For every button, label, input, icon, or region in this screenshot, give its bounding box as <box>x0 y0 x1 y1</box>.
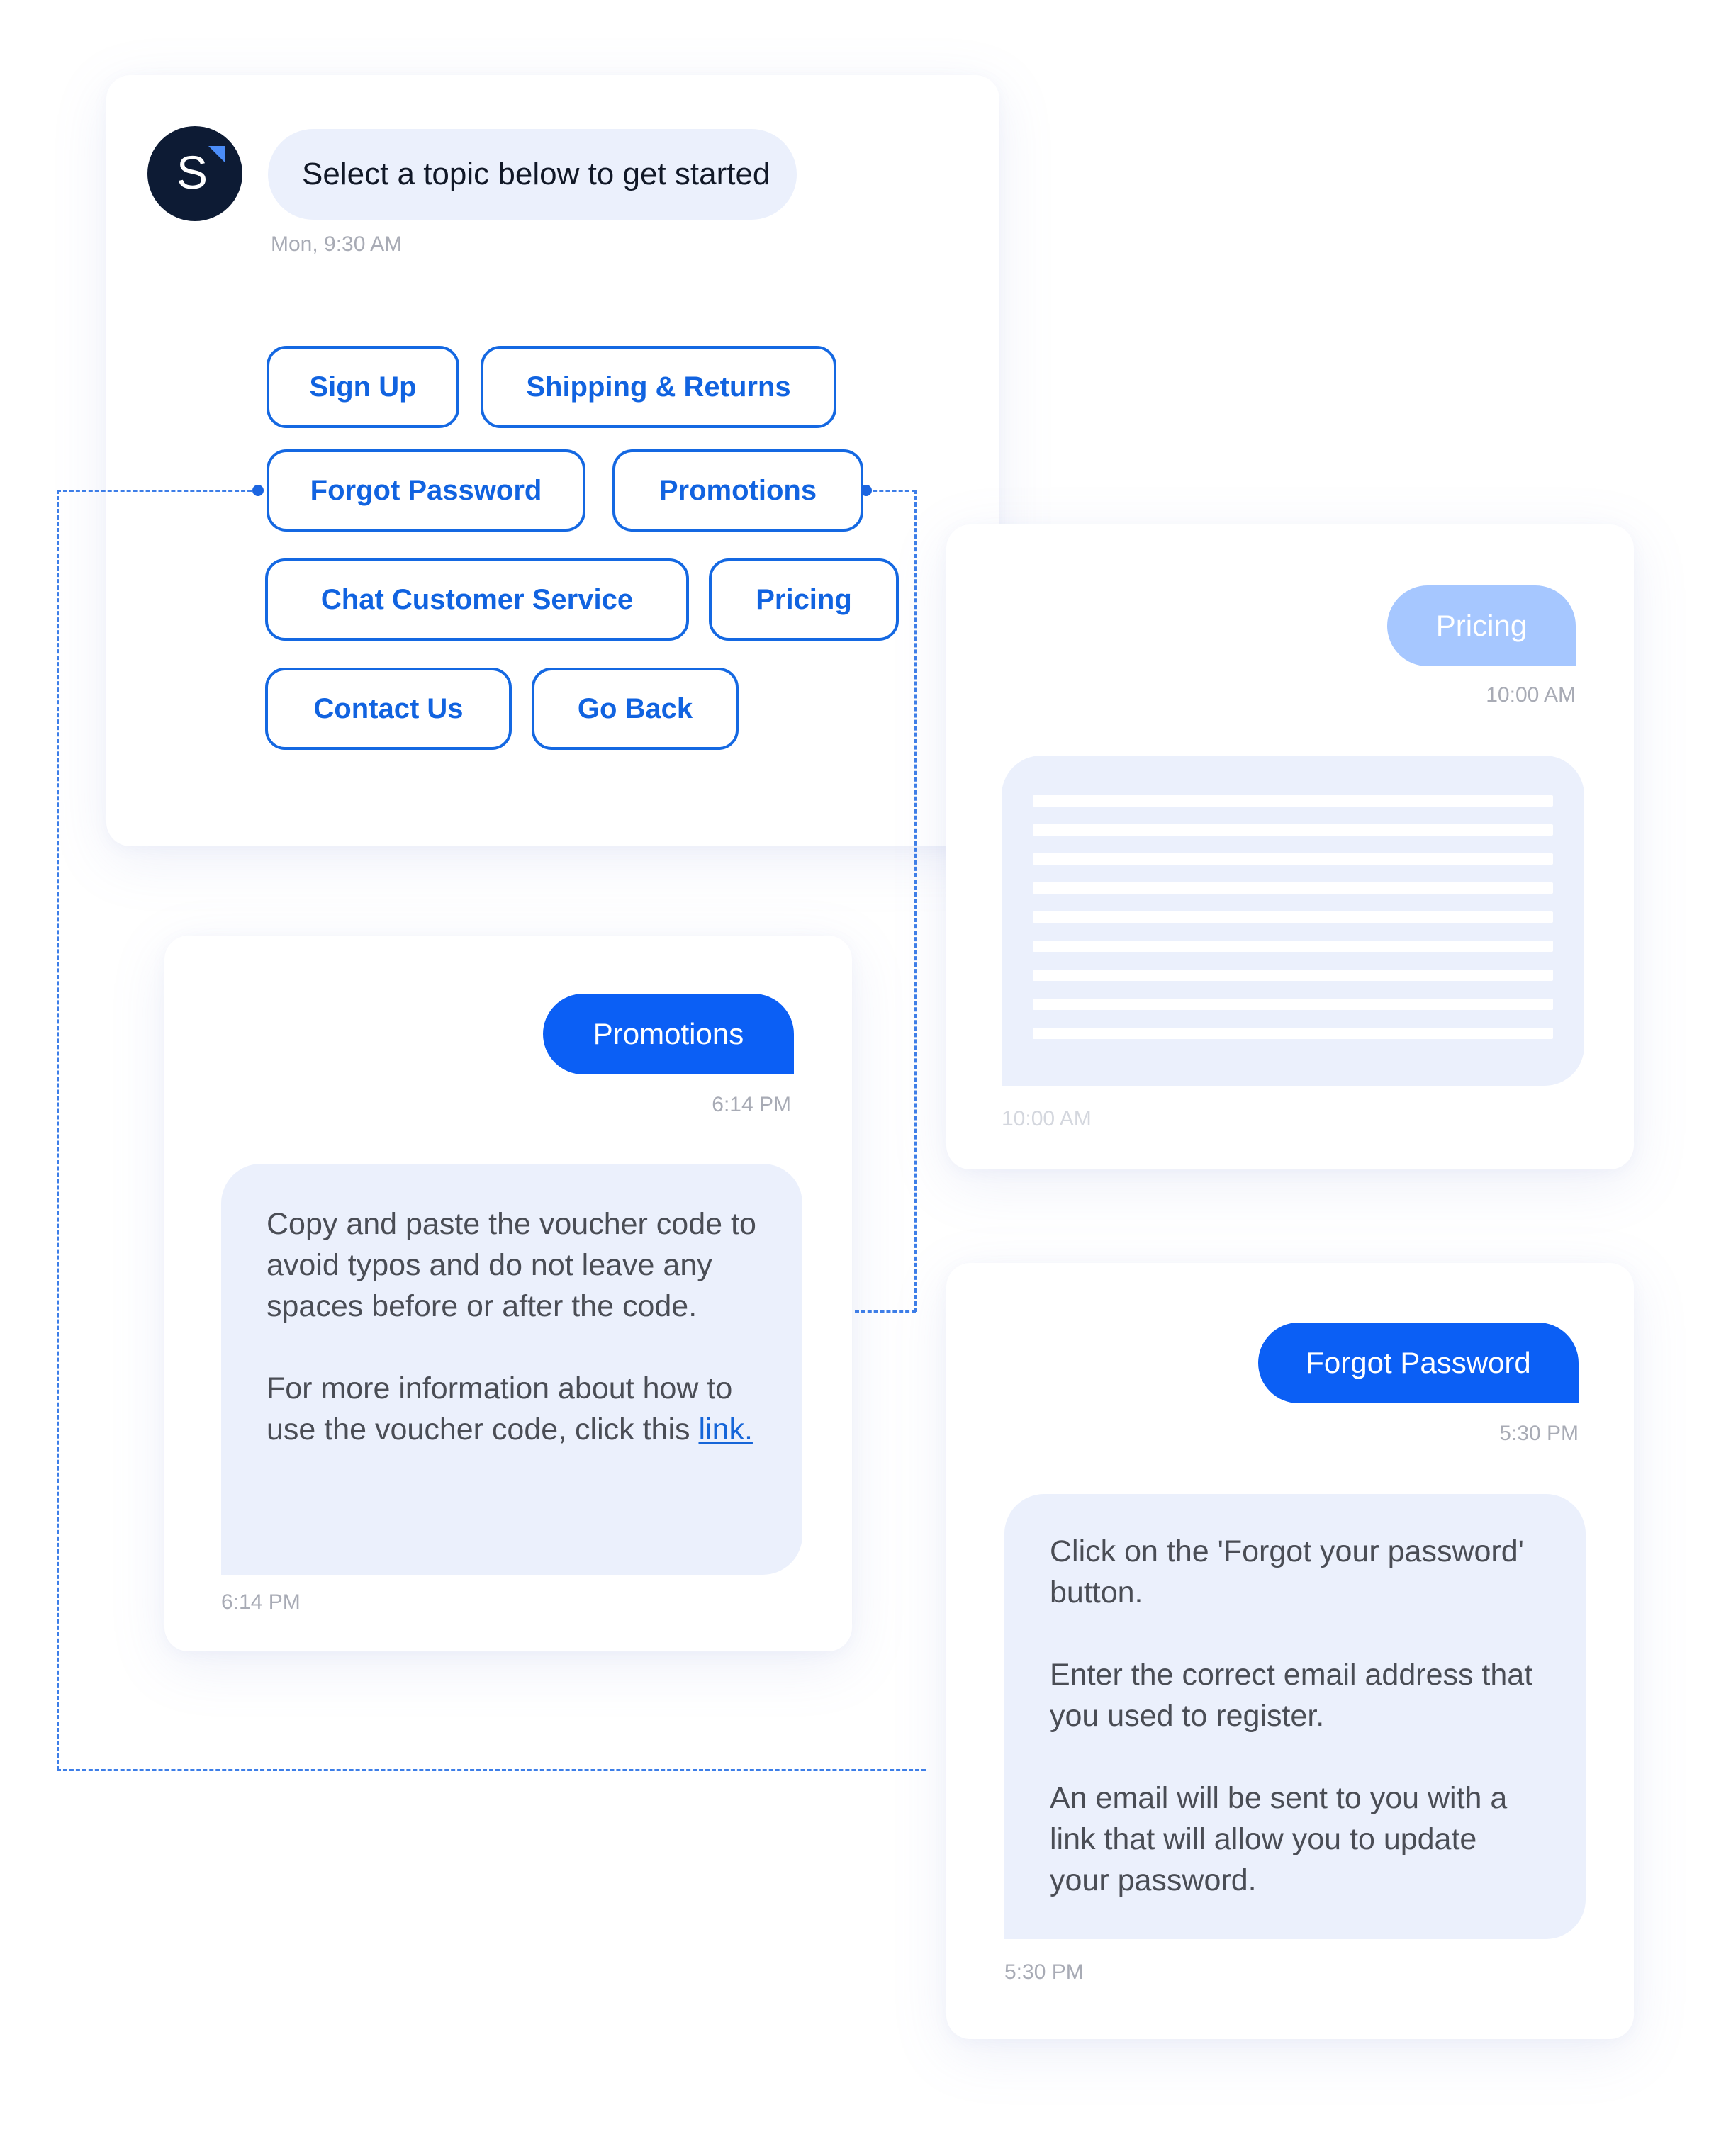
connector-dot-forgot <box>252 485 264 496</box>
bot-reply-forgot-password: Click on the 'Forgot your password' butt… <box>1004 1494 1586 1939</box>
paragraph-spacer <box>267 1327 757 1368</box>
placeholder-text-line <box>1033 795 1553 807</box>
avatar-corner-mark-icon <box>208 146 225 163</box>
forgot-password-chat-card: Forgot Password 5:30 PM Click on the 'Fo… <box>946 1263 1634 2039</box>
bot-reply-paragraph-3: An email will be sent to you with a link… <box>1050 1781 1508 1897</box>
topic-button-chat-customer-service[interactable]: Chat Customer Service <box>265 558 689 641</box>
topic-button-pricing[interactable]: Pricing <box>709 558 899 641</box>
voucher-info-link[interactable]: link. <box>698 1413 753 1447</box>
paragraph-spacer <box>1050 1613 1540 1654</box>
user-message-timestamp: 5:30 PM <box>1499 1422 1579 1445</box>
bot-reply-paragraph-1: Copy and paste the voucher code to avoid… <box>267 1207 756 1323</box>
placeholder-text-line <box>1033 882 1553 894</box>
topic-button-contact-us[interactable]: Contact Us <box>265 668 512 750</box>
bot-greeting-message: Select a topic below to get started <box>268 129 797 220</box>
user-message-timestamp: 10:00 AM <box>1486 683 1576 707</box>
placeholder-text-line <box>1033 824 1553 836</box>
placeholder-text-line <box>1033 941 1553 952</box>
bot-reply-paragraph-2-text: For more information about how to use th… <box>267 1371 733 1447</box>
user-message-forgot-password: Forgot Password <box>1258 1323 1579 1403</box>
bot-reply-timestamp: 10:00 AM <box>1002 1107 1092 1130</box>
bot-avatar: S <box>147 126 242 221</box>
avatar-letter: S <box>176 146 208 198</box>
topic-button-shipping-returns[interactable]: Shipping & Returns <box>481 346 836 428</box>
topic-button-promotions[interactable]: Promotions <box>612 449 863 532</box>
bot-reply-timestamp: 5:30 PM <box>1004 1960 1084 1984</box>
bot-reply-paragraph-2: For more information about how to use th… <box>267 1368 757 1450</box>
connector-promotions-top <box>866 490 916 492</box>
paragraph-spacer <box>1050 1736 1540 1778</box>
user-message-pricing: Pricing <box>1387 585 1576 666</box>
greeting-timestamp: Mon, 9:30 AM <box>271 232 403 256</box>
topic-button-forgot-password[interactable]: Forgot Password <box>267 449 585 532</box>
bot-reply-paragraph-1: Click on the 'Forgot your password' butt… <box>1050 1534 1524 1610</box>
connector-dot-promotions <box>861 485 872 496</box>
placeholder-text-line <box>1033 999 1553 1010</box>
bot-reply-placeholder <box>1002 756 1584 1086</box>
connector-promotions-right <box>914 490 917 1312</box>
connector-forgot-top <box>57 490 258 492</box>
user-message-promotions: Promotions <box>543 994 794 1074</box>
placeholder-text-line <box>1033 911 1553 923</box>
promotions-chat-card: Promotions 6:14 PM Copy and paste the vo… <box>164 936 852 1651</box>
connector-forgot-left <box>57 490 59 1770</box>
topic-button-sign-up[interactable]: Sign Up <box>267 346 459 428</box>
bot-reply-paragraph-2: Enter the correct email address that you… <box>1050 1658 1533 1733</box>
topics-card: S Select a topic below to get started Mo… <box>106 75 999 846</box>
placeholder-text-line <box>1033 970 1553 981</box>
connector-forgot-bottom <box>57 1769 926 1771</box>
topic-button-go-back[interactable]: Go Back <box>532 668 739 750</box>
connector-promotions-bottom <box>855 1310 916 1313</box>
bot-reply-promotions: Copy and paste the voucher code to avoid… <box>221 1164 802 1575</box>
placeholder-text-line <box>1033 1028 1553 1039</box>
placeholder-text-line <box>1033 853 1553 865</box>
user-message-timestamp: 6:14 PM <box>712 1093 791 1116</box>
bot-reply-timestamp: 6:14 PM <box>221 1590 301 1614</box>
pricing-chat-card: Pricing 10:00 AM 10:00 AM <box>946 524 1634 1169</box>
